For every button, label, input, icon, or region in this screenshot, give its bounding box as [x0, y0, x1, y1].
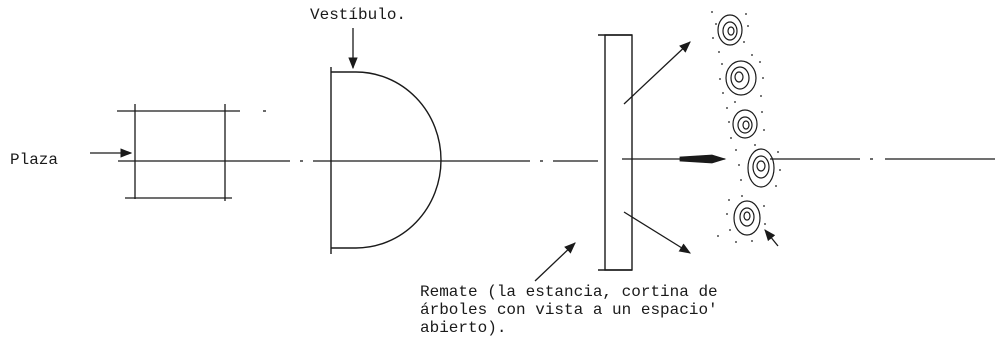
tree-2: [725, 60, 757, 96]
central-axis: [118, 154, 995, 164]
plaza-square: [117, 104, 266, 201]
remate-label-line: Remate (la estancia, cortina de: [420, 283, 718, 301]
remate-label-line: árboles con vista a un espacio': [420, 301, 718, 319]
plaza-label: Plaza: [10, 151, 59, 169]
view-arrows: [623, 41, 691, 254]
remate-label-line: abierto).: [420, 319, 507, 337]
tree-5: [733, 200, 761, 236]
label-arrows: [90, 28, 779, 282]
tree-4: [747, 148, 775, 188]
tree-1: [717, 14, 743, 46]
remate-wall: [598, 34, 633, 271]
foliage-stipple: [711, 11, 781, 243]
tree-3: [732, 109, 758, 139]
vestibule-semicircle: [330, 67, 442, 254]
tree-curtain: [711, 11, 781, 243]
remate-label: Remate (la estancia, cortina de árboles …: [420, 283, 718, 337]
vestibule-label: Vestíbulo.: [310, 6, 407, 24]
